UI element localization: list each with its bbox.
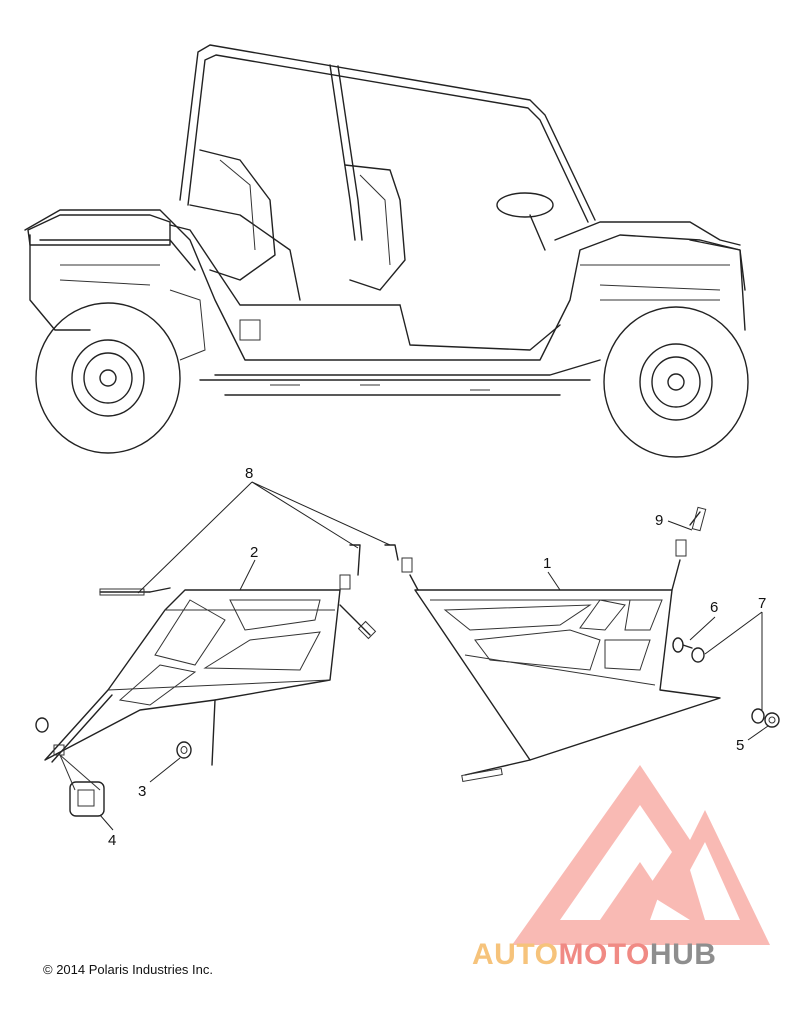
watermark-logo — [512, 765, 770, 945]
washer-left — [35, 717, 49, 733]
rear-wheel — [35, 302, 181, 454]
washer-part-7a — [691, 647, 705, 663]
callout-6: 6 — [710, 599, 718, 616]
watermark-part-auto: AUTO — [472, 938, 559, 971]
door-left-part-2 — [44, 544, 377, 766]
callout-1: 1 — [543, 555, 551, 572]
front-wheel — [603, 306, 749, 458]
callout-9: 9 — [655, 512, 663, 529]
copyright-notice: © 2014 Polaris Industries Inc. — [43, 962, 213, 977]
vehicle-illustration — [24, 44, 749, 458]
callout-8: 8 — [245, 465, 253, 482]
washer-part-7b — [751, 708, 765, 724]
callout-3: 3 — [138, 783, 146, 800]
watermark-brand: AUTOMOTOHUB — [472, 938, 716, 972]
watermark-part-moto: MOTO — [558, 938, 650, 971]
door-right-part-1 — [384, 506, 721, 783]
bolt-part-6 — [672, 637, 693, 653]
leader-lines — [99, 481, 769, 831]
washer-part-3 — [176, 741, 192, 759]
callout-5: 5 — [736, 737, 744, 754]
callout-4: 4 — [108, 832, 116, 849]
watermark-part-hub: HUB — [649, 938, 717, 971]
callout-2: 2 — [250, 544, 258, 561]
callout-7: 7 — [758, 595, 766, 612]
nut-part-5 — [764, 712, 780, 728]
latch-part-4 — [53, 744, 105, 817]
